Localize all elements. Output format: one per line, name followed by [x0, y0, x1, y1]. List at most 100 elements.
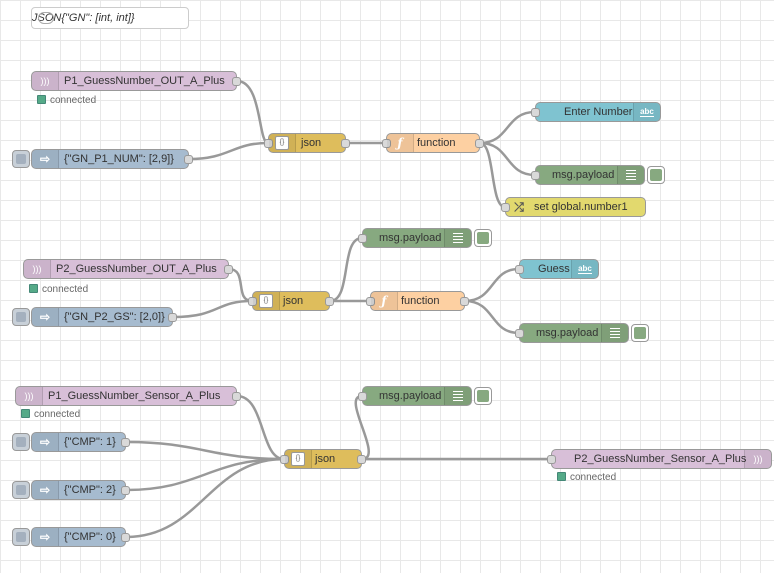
output-port[interactable]: [184, 155, 193, 164]
input-port[interactable]: [264, 139, 273, 148]
debug-toggle-button[interactable]: [647, 166, 665, 184]
mqtt-icon: ))): [32, 72, 59, 90]
arrow-right-icon: ⇨: [32, 481, 59, 499]
inject-button[interactable]: [12, 433, 30, 451]
input-port[interactable]: [531, 108, 540, 117]
output-port[interactable]: [341, 139, 350, 148]
status-connected: connected: [557, 472, 616, 483]
input-port[interactable]: [515, 329, 524, 338]
mqtt-in-node[interactable]: ))) P1_GuessNumber_OUT_A_Plus: [31, 71, 241, 91]
wire: [479, 141, 536, 177]
debug-node[interactable]: msg.payload: [358, 228, 472, 248]
output-port[interactable]: [357, 455, 366, 464]
output-port[interactable]: [460, 297, 469, 306]
shuffle-icon: ⤮: [514, 200, 524, 214]
status-dot-icon: [21, 409, 30, 418]
input-port[interactable]: [366, 297, 375, 306]
change-node[interactable]: ⤮ set global.number1: [501, 197, 646, 217]
input-port[interactable]: [280, 455, 289, 464]
node-label: {"GN_P2_GS": [2,0]}: [64, 311, 165, 323]
wire: [464, 267, 520, 303]
comment-icon: [38, 12, 54, 24]
debug-list-icon: [444, 229, 471, 247]
node-label: json: [315, 453, 336, 465]
mqtt-in-node[interactable]: ))) P2_GuessNumber_OUT_A_Plus: [23, 259, 233, 279]
inject-node[interactable]: ⇨ {"GN_P1_NUM": [2,9]}: [31, 149, 193, 169]
input-port[interactable]: [358, 234, 367, 243]
input-port[interactable]: [501, 203, 510, 212]
input-port[interactable]: [531, 171, 540, 180]
status-connected: connected: [29, 284, 88, 295]
debug-toggle-button[interactable]: [631, 324, 649, 342]
function-node[interactable]: ƒ function: [382, 133, 484, 153]
json-node[interactable]: {} json: [264, 133, 350, 153]
json-icon: {}: [269, 134, 296, 152]
output-port[interactable]: [232, 77, 241, 86]
json-icon: {}: [253, 292, 280, 310]
inject-button[interactable]: [12, 150, 30, 168]
mqtt-in-node[interactable]: ))) P1_GuessNumber_Sensor_A_Plus: [15, 386, 241, 406]
inject-button[interactable]: [12, 481, 30, 499]
mqtt-icon: ))): [744, 450, 771, 468]
node-label: {"CMP": 0}: [64, 531, 116, 543]
wire: [228, 267, 253, 303]
output-port[interactable]: [121, 438, 130, 447]
node-label: msg.payload: [536, 327, 599, 339]
output-port[interactable]: [224, 265, 233, 274]
node-label: P2_GuessNumber_Sensor_A_Plus: [574, 453, 747, 465]
comment-label: JSON{"GN": [int, int]}: [32, 12, 135, 24]
ui-text-node[interactable]: Enter Number abc: [531, 102, 661, 122]
debug-toggle-button[interactable]: [474, 387, 492, 405]
input-port[interactable]: [382, 139, 391, 148]
output-port[interactable]: [121, 533, 130, 542]
node-label: {"GN_P1_NUM": [2,9]}: [64, 153, 174, 165]
debug-node[interactable]: msg.payload: [531, 165, 645, 185]
node-label: msg.payload: [379, 390, 442, 402]
input-port[interactable]: [515, 265, 524, 274]
debug-node[interactable]: msg.payload: [358, 386, 472, 406]
mqtt-icon: ))): [24, 260, 51, 278]
inject-node[interactable]: ⇨ {"CMP": 1}: [31, 432, 130, 452]
arrow-right-icon: ⇨: [32, 308, 59, 326]
output-port[interactable]: [475, 139, 484, 148]
comment-node[interactable]: JSON{"GN": [int, int]}: [31, 7, 189, 29]
mqtt-icon: ))): [16, 387, 43, 405]
json-node[interactable]: {} json: [280, 449, 366, 469]
json-node[interactable]: {} json: [248, 291, 334, 311]
inject-node[interactable]: ⇨ {"CMP": 0}: [31, 527, 130, 547]
node-label: msg.payload: [379, 232, 442, 244]
output-port[interactable]: [232, 392, 241, 401]
wire: [188, 141, 269, 161]
output-port[interactable]: [325, 297, 334, 306]
inject-node[interactable]: ⇨ {"CMP": 2}: [31, 480, 130, 500]
mqtt-out-node[interactable]: P2_GuessNumber_Sensor_A_Plus ))): [547, 449, 772, 469]
arrow-right-icon: ⇨: [32, 433, 59, 451]
debug-list-icon: [444, 387, 471, 405]
inject-button[interactable]: [12, 528, 30, 546]
status-dot-icon: [29, 284, 38, 293]
status-connected: connected: [37, 95, 96, 106]
debug-list-icon: [617, 166, 644, 184]
debug-node[interactable]: msg.payload: [515, 323, 629, 343]
output-port[interactable]: [121, 486, 130, 495]
json-icon: {}: [285, 450, 312, 468]
input-port[interactable]: [547, 455, 556, 464]
node-label: P2_GuessNumber_OUT_A_Plus: [56, 263, 217, 275]
inject-button[interactable]: [12, 308, 30, 326]
status-connected: connected: [21, 409, 80, 420]
wire: [329, 236, 363, 303]
input-port[interactable]: [358, 392, 367, 401]
ui-text-node[interactable]: Guess abc: [515, 259, 599, 279]
function-node[interactable]: ƒ function: [366, 291, 469, 311]
node-label: Enter Number: [564, 106, 633, 118]
output-port[interactable]: [168, 313, 177, 322]
debug-toggle-button[interactable]: [474, 229, 492, 247]
wire: [236, 79, 269, 145]
abc-icon: abc: [571, 260, 598, 278]
inject-node[interactable]: ⇨ {"GN_P2_GS": [2,0]}: [31, 307, 177, 327]
wire: [479, 110, 536, 145]
wire: [125, 457, 285, 492]
node-label: msg.payload: [552, 169, 615, 181]
input-port[interactable]: [248, 297, 257, 306]
status-dot-icon: [37, 95, 46, 104]
